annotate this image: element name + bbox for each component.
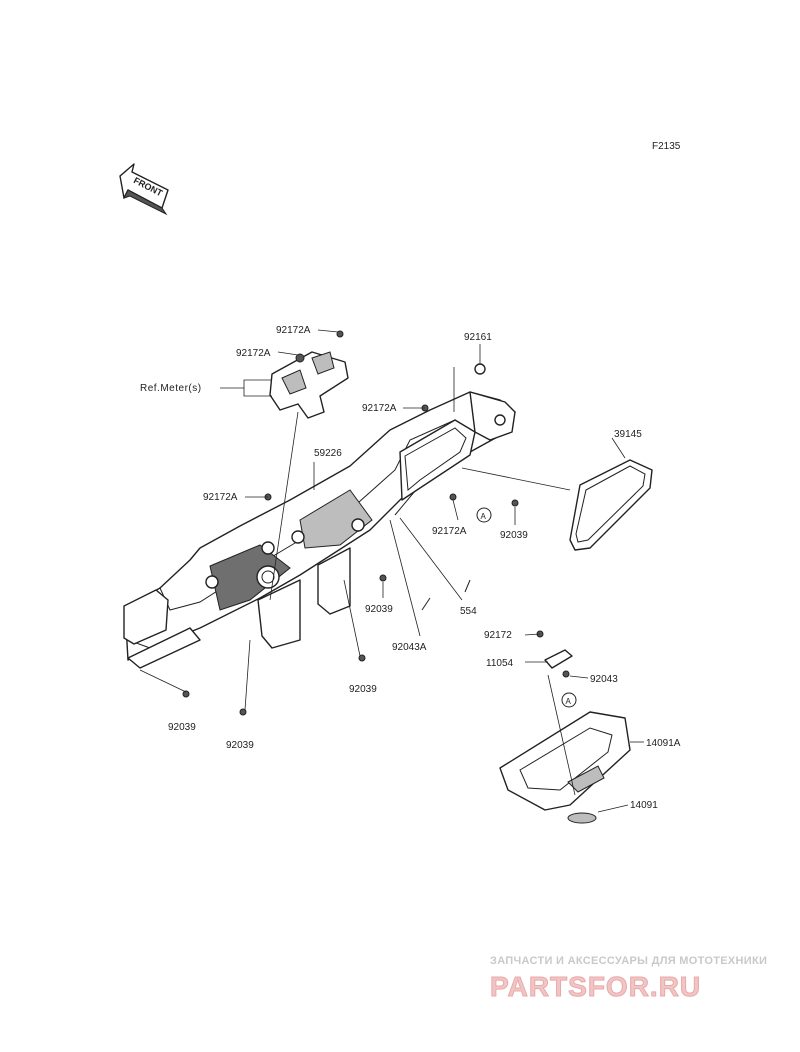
marker-a-1: A xyxy=(476,507,492,523)
dashboard-panel xyxy=(123,391,516,669)
front-arrow-icon: FRONT xyxy=(119,163,169,216)
watermark: ЗАПЧАСТИ И АКСЕССУАРЫ ДЛЯ МОТОТЕХНИКИ PA… xyxy=(490,955,767,1003)
trim-frame-39145 xyxy=(569,459,653,551)
part-label: 92172A xyxy=(236,348,271,359)
part-label: 92039 xyxy=(168,722,196,733)
svg-text:A: A xyxy=(481,512,487,521)
part-label: 59226 xyxy=(314,448,342,459)
hinge-11054 xyxy=(536,630,573,678)
part-label: 92039 xyxy=(349,684,377,695)
part-label: 92039 xyxy=(226,740,254,751)
leader-lines xyxy=(139,329,644,813)
part-label: 92161 xyxy=(464,332,492,343)
part-label: 39145 xyxy=(614,429,642,440)
watermark-tagline: ЗАПЧАСТИ И АКСЕССУАРЫ ДЛЯ МОТОТЕХНИКИ xyxy=(490,955,767,967)
part-label: 92043A xyxy=(392,642,427,653)
marker-a-2: A xyxy=(561,692,577,708)
part-label: 92043 xyxy=(590,674,618,685)
part-label: 92172 xyxy=(484,630,512,641)
part-label: 11054 xyxy=(486,658,514,669)
part-label: 92172A xyxy=(276,325,311,336)
part-label: 92172A xyxy=(432,526,467,537)
watermark-brand: PARTSFOR.RU xyxy=(490,971,701,1002)
part-label: 92172A xyxy=(203,492,238,503)
ref-meter-label: Ref.Meter(s) xyxy=(140,383,202,394)
part-label: 92039 xyxy=(365,604,393,615)
part-label: 92172A xyxy=(362,403,397,414)
part-label: 14091A xyxy=(646,738,681,749)
meter-bracket xyxy=(269,330,349,419)
part-label: 14091 xyxy=(630,800,658,811)
part-label: 92039 xyxy=(500,530,528,541)
svg-text:A: A xyxy=(566,697,572,706)
glove-box-14091A xyxy=(499,711,631,824)
part-label: 554 xyxy=(460,606,477,617)
figure-code: F2135 xyxy=(652,141,681,152)
